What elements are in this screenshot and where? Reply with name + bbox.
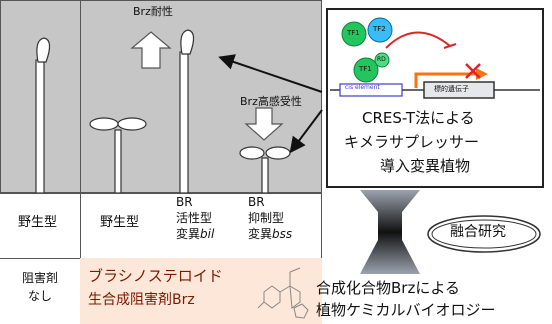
repression-arc (385, 31, 451, 49)
tf2-circle (367, 17, 393, 43)
fusion-research-badge (427, 215, 541, 253)
genotype-col3-line3: 変異bil (176, 227, 215, 241)
row-divider-top (0, 193, 322, 194)
seedling-wild-type-short (89, 117, 147, 193)
method-line1: CRES-T法による (362, 109, 475, 127)
genotype-col4-line3: 変異bss (248, 227, 293, 241)
method-line2: キメラサプレッサー (344, 133, 480, 151)
genotype-col3-line1: BR (176, 195, 193, 209)
target-gene-box (423, 81, 495, 99)
up-arrow-icon (130, 31, 172, 69)
seedling-wild-type-tall (35, 37, 51, 193)
rd-label: RD (377, 56, 386, 63)
brz-label-line2: 生合成阻害剤Brz (88, 292, 195, 308)
seedling-bil-mutant (179, 29, 195, 193)
inhibitor-label-line1: 阻害剤 (22, 271, 59, 285)
fusion-research-label: 融合研究 (450, 224, 506, 240)
tf2-label: TF2 (373, 25, 386, 33)
cis-element-label: cis element (345, 84, 380, 91)
bottom-right-line2: 植物ケミカルバイオロジー (316, 301, 496, 319)
arrow-to-bss (289, 109, 323, 154)
transcription-arrow (414, 72, 476, 88)
target-gene-label: 標的遺伝子 (434, 85, 469, 93)
down-arrow-icon (244, 107, 284, 141)
fusion-double-arrow-icon (360, 190, 420, 274)
brz-hypersensitivity-label: Brz高感受性 (240, 95, 302, 108)
brz-structure-icon (257, 267, 309, 319)
cis-element-box (339, 83, 403, 97)
column-divider (80, 0, 81, 324)
tf1-circle (341, 21, 367, 47)
blocked-x-icon (465, 63, 481, 79)
genotype-col4-line1: BR (248, 195, 265, 209)
tf1-bound-circle (353, 57, 379, 83)
brz-tolerance-label: Brz耐性 (133, 5, 173, 18)
bottom-right-line1: 合成化合物Brzによる (316, 279, 460, 297)
method-line3: 導入変異植物 (380, 157, 471, 175)
inhibitor-label-line2: なし (28, 289, 53, 303)
arrow-to-bil (218, 54, 323, 93)
rd-circle (374, 52, 390, 68)
tf1-label: TF1 (347, 29, 360, 37)
tf1-bound-label: TF1 (359, 65, 372, 73)
seedlings-illustration (35, 29, 291, 193)
genotype-col2: 野生型 (100, 215, 140, 230)
genotype-col4-line2: 抑制型 (248, 211, 285, 225)
genotype-col3-line2: 活性型 (176, 211, 213, 225)
genotype-col1: 野生型 (18, 215, 58, 230)
seedling-bss-mutant (239, 146, 291, 193)
brz-label-line1: ブラシノステロイド (88, 267, 223, 285)
cres-t-schematic (330, 17, 540, 99)
